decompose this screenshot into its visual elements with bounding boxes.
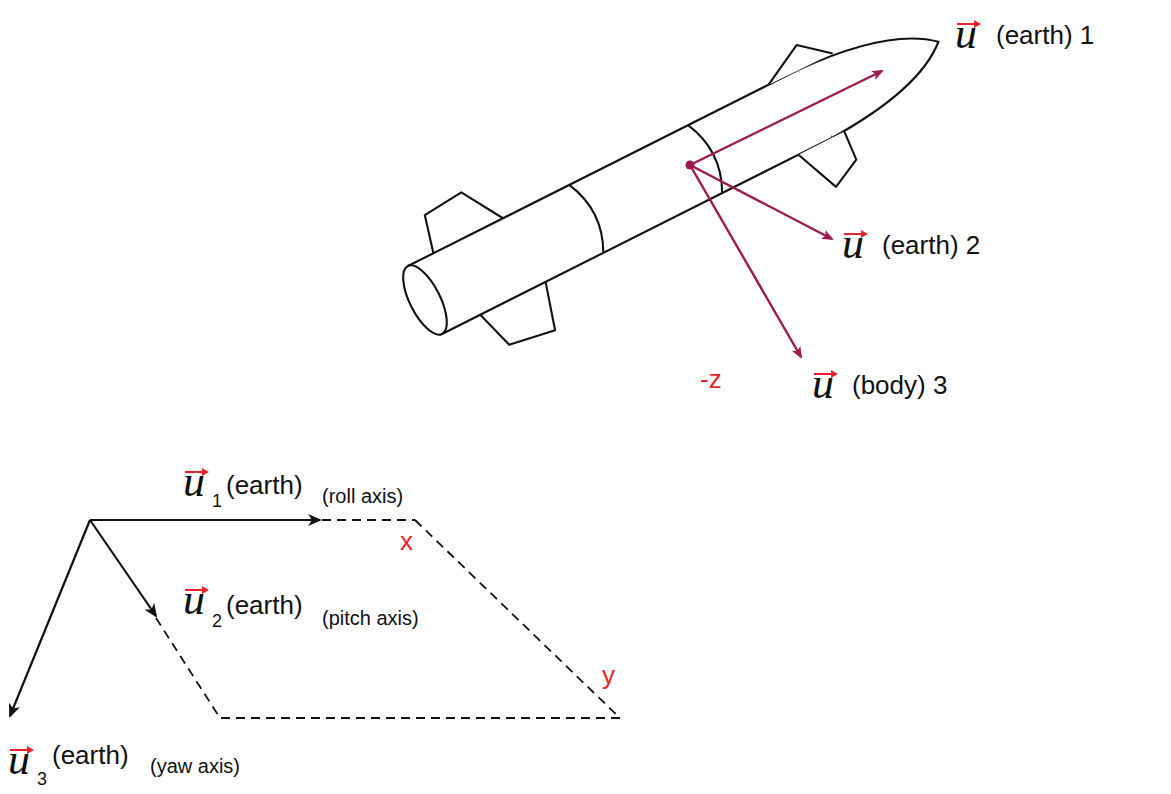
dashed-edge xyxy=(322,519,415,521)
label-holder: u xyxy=(955,12,977,56)
label-holder: 1 xyxy=(212,492,222,511)
vector-symbol: u xyxy=(842,222,864,266)
axis-label: (earth) xyxy=(52,742,129,768)
earth-frame xyxy=(10,520,620,718)
axis-label: (yaw axis) xyxy=(150,756,240,776)
section-line xyxy=(569,181,612,253)
axis-arrow xyxy=(10,520,90,716)
label-holder: 3 xyxy=(37,770,47,789)
label-holder: (earth) xyxy=(226,592,303,618)
label-holder: x xyxy=(400,528,413,554)
vector-symbol: u xyxy=(812,362,834,406)
label-holder: (earth) 1 xyxy=(996,22,1094,48)
axis-arrow xyxy=(690,165,801,357)
axis-letter: x xyxy=(400,528,413,554)
label-holder: (pitch axis) xyxy=(322,608,419,629)
vector-symbol: u xyxy=(8,738,30,782)
rocket-body xyxy=(442,138,832,334)
axis-arrow xyxy=(90,520,156,616)
label-holder: 2 xyxy=(212,612,222,631)
label-holder: u xyxy=(842,222,864,266)
axis-arrow xyxy=(90,519,320,521)
nose-fin xyxy=(758,32,832,85)
vector-symbol: u xyxy=(183,578,205,622)
subscript-index: 1 xyxy=(212,492,222,510)
origin-dot xyxy=(686,161,695,170)
vector-symbol: u xyxy=(955,12,977,56)
label-holder: (earth) 2 xyxy=(882,232,980,258)
dashed-edge xyxy=(415,520,620,718)
label-holder: u xyxy=(8,738,30,782)
rocket-tail xyxy=(394,259,455,341)
axis-label: (earth) 2 xyxy=(882,232,980,258)
dashed-edge xyxy=(156,618,220,718)
label-holder: y xyxy=(602,662,615,688)
axis-label: (body) 3 xyxy=(852,372,947,398)
rocket-body xyxy=(408,70,798,266)
label-holder: u xyxy=(183,460,205,504)
axis-label: (pitch axis) xyxy=(322,608,419,628)
subscript-index: 3 xyxy=(37,770,47,788)
axis-label: (earth) xyxy=(226,472,303,498)
vector-symbol: u xyxy=(183,460,205,504)
axis-letter: y xyxy=(602,662,615,688)
label-holder: u xyxy=(812,362,834,406)
label-holder: u xyxy=(183,578,205,622)
body-axes xyxy=(690,71,882,357)
label-holder: (roll axis) xyxy=(322,486,403,507)
nose-fin xyxy=(799,132,865,196)
label-holder: (yaw axis) xyxy=(150,756,240,777)
dashed-edge xyxy=(220,717,620,719)
rocket-body-fill xyxy=(408,70,833,334)
plane-outline xyxy=(156,520,620,718)
label-holder: (body) 3 xyxy=(852,372,947,398)
label-holder: (earth) xyxy=(52,742,129,768)
label-holder: -z xyxy=(700,366,722,392)
rocket xyxy=(376,0,977,383)
axis-label: (earth) xyxy=(226,592,303,618)
axis-label: (earth) 1 xyxy=(996,22,1094,48)
axis-label: (roll axis) xyxy=(322,486,403,506)
axis-letter: -z xyxy=(700,366,722,392)
label-holder: (earth) xyxy=(226,472,303,498)
axis-arrow xyxy=(690,71,882,165)
subscript-index: 2 xyxy=(212,612,222,630)
